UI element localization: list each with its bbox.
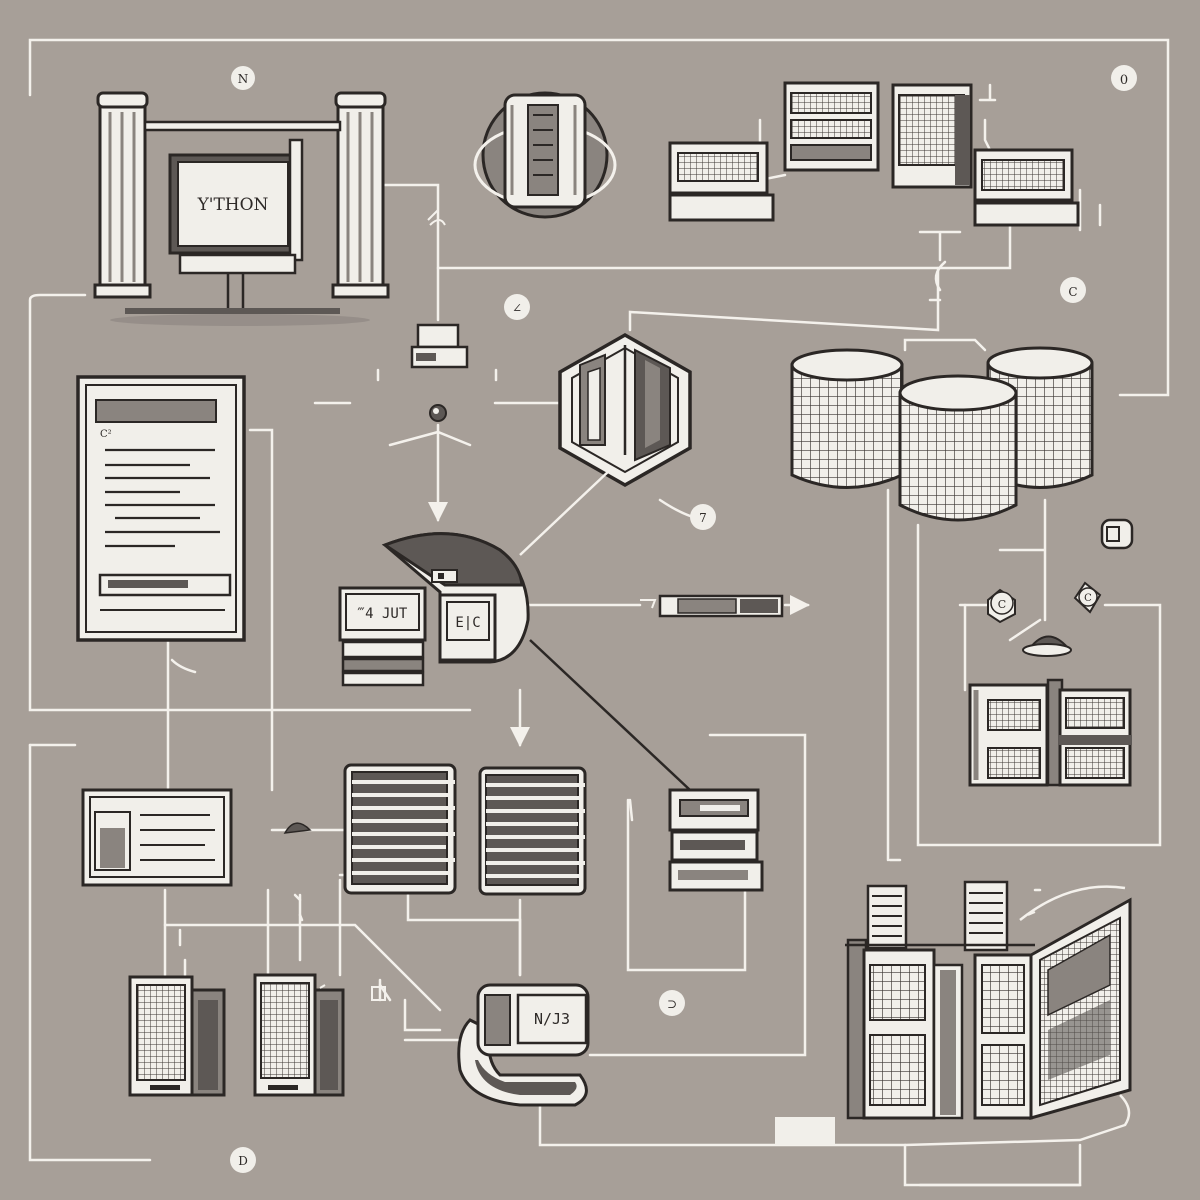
db-down-line (886, 488, 1162, 862)
card-label: E|C (455, 615, 480, 631)
badge-2: 0 (1111, 65, 1137, 91)
document-icon: C² (76, 375, 246, 642)
svg-text:C²: C² (100, 429, 112, 440)
badge-5: 7 (690, 504, 716, 530)
router-device (410, 323, 469, 422)
connector-lines (28, 38, 1170, 1187)
svg-text:7: 7 (699, 511, 707, 525)
connector-modules (987, 518, 1134, 657)
svg-text:⊃: ⊃ (667, 997, 677, 1011)
svg-text:C: C (998, 598, 1006, 611)
terminal-icon: ‴4 JUT (338, 586, 427, 687)
server-tower-icon (128, 975, 226, 1097)
badge-4: C (1060, 277, 1086, 303)
svg-text:∠: ∠ (512, 301, 522, 315)
badge-1: N (231, 66, 255, 90)
left-bottom-line (28, 743, 152, 1162)
badge-8: D (230, 1147, 256, 1173)
top-bus-line (436, 213, 1012, 270)
control-panels (668, 81, 1080, 227)
container-hexagon (558, 332, 692, 488)
edge-device: N/J3 (457, 983, 590, 1107)
app-window (81, 788, 312, 887)
pipeline-bar (658, 594, 784, 618)
terminal-label: ‴4 JUT (357, 606, 408, 622)
badge-7: ⊃ (659, 990, 685, 1016)
bottom-device-label: N/J3 (534, 1010, 570, 1028)
bottom-bus-line (163, 923, 442, 1012)
file-stack-left (343, 763, 457, 895)
badges: N 0 ∠ C 7 C ⊃ D (230, 65, 1137, 1173)
database-cluster (790, 346, 1094, 522)
central-node: E|C (381, 469, 691, 791)
data-center (775, 880, 1132, 1147)
gateway-icon (473, 91, 617, 219)
frame-top-line (28, 38, 1170, 397)
svg-text:D: D (238, 1154, 248, 1168)
printer-stack (668, 788, 764, 892)
frame-left-line (28, 293, 472, 712)
badge-3: ∠ (504, 294, 530, 320)
server-tower-2 (253, 973, 345, 1097)
svg-text:C: C (1084, 593, 1092, 604)
monitor-to-hub-line (383, 183, 440, 322)
decorative-glyphs (319, 209, 1036, 1001)
svg-text:C: C (1068, 285, 1077, 299)
badge-9: C (1078, 587, 1098, 607)
svg-text:N: N (238, 72, 249, 86)
monitor-screen-label: Y'THON (197, 195, 269, 215)
database-cylinder-icon (790, 348, 904, 489)
badge-6: C (990, 591, 1014, 615)
file-stack-right (478, 766, 587, 896)
svg-text:0: 0 (1120, 73, 1128, 88)
monitor-group: Y'THON (93, 91, 390, 326)
storage-array (968, 678, 1132, 787)
